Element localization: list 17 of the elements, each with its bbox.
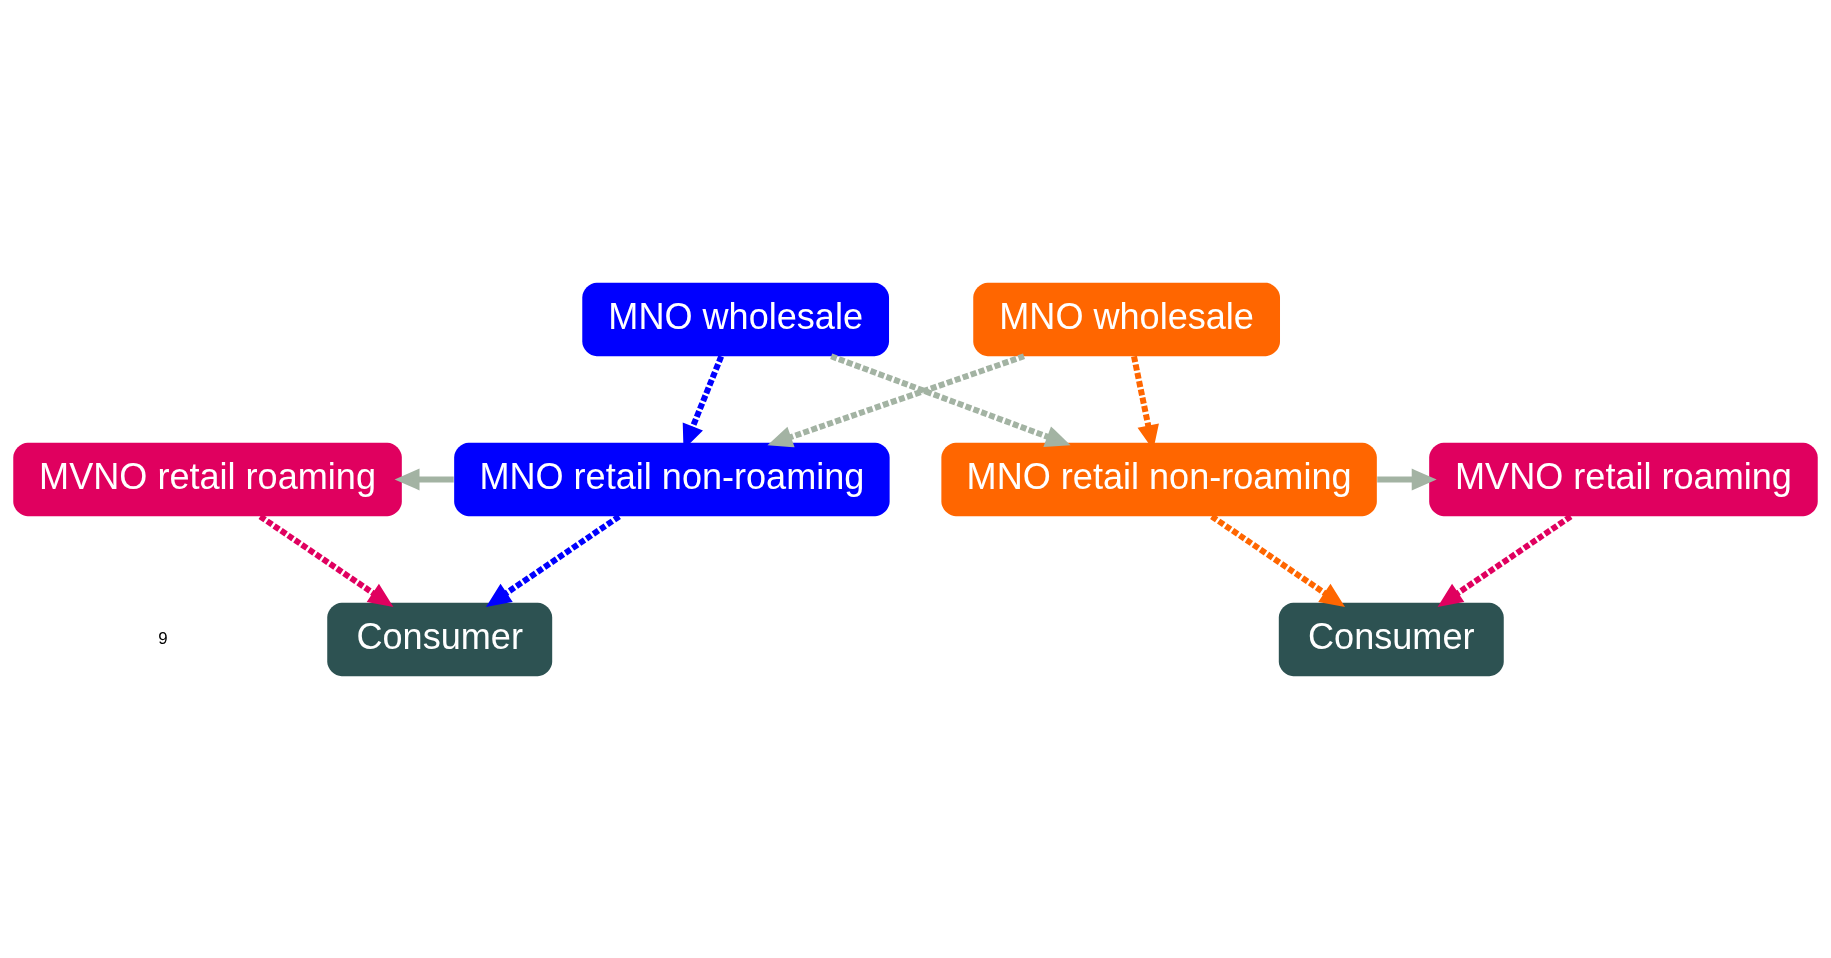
- node-box: MVNO retail roaming: [1429, 442, 1818, 516]
- node-box: MNO retail non-roaming: [454, 442, 890, 516]
- node-box: MNO wholesale: [582, 282, 890, 356]
- node-box: Consumer: [1278, 602, 1504, 676]
- node-box: MNO wholesale: [973, 282, 1280, 356]
- node-box: Consumer: [327, 602, 553, 676]
- label: 9: [158, 628, 168, 648]
- arrow: [1437, 513, 1573, 607]
- arrow: [394, 468, 454, 490]
- arrow: [830, 352, 1071, 447]
- node-box: MVNO retail roaming: [13, 442, 402, 516]
- node-box: MNO retail non-roaming: [941, 442, 1377, 516]
- arrow: [1210, 513, 1345, 607]
- arrow: [486, 513, 621, 607]
- arrow: [258, 513, 394, 607]
- arrow: [1377, 468, 1437, 490]
- arrow: [767, 352, 1025, 447]
